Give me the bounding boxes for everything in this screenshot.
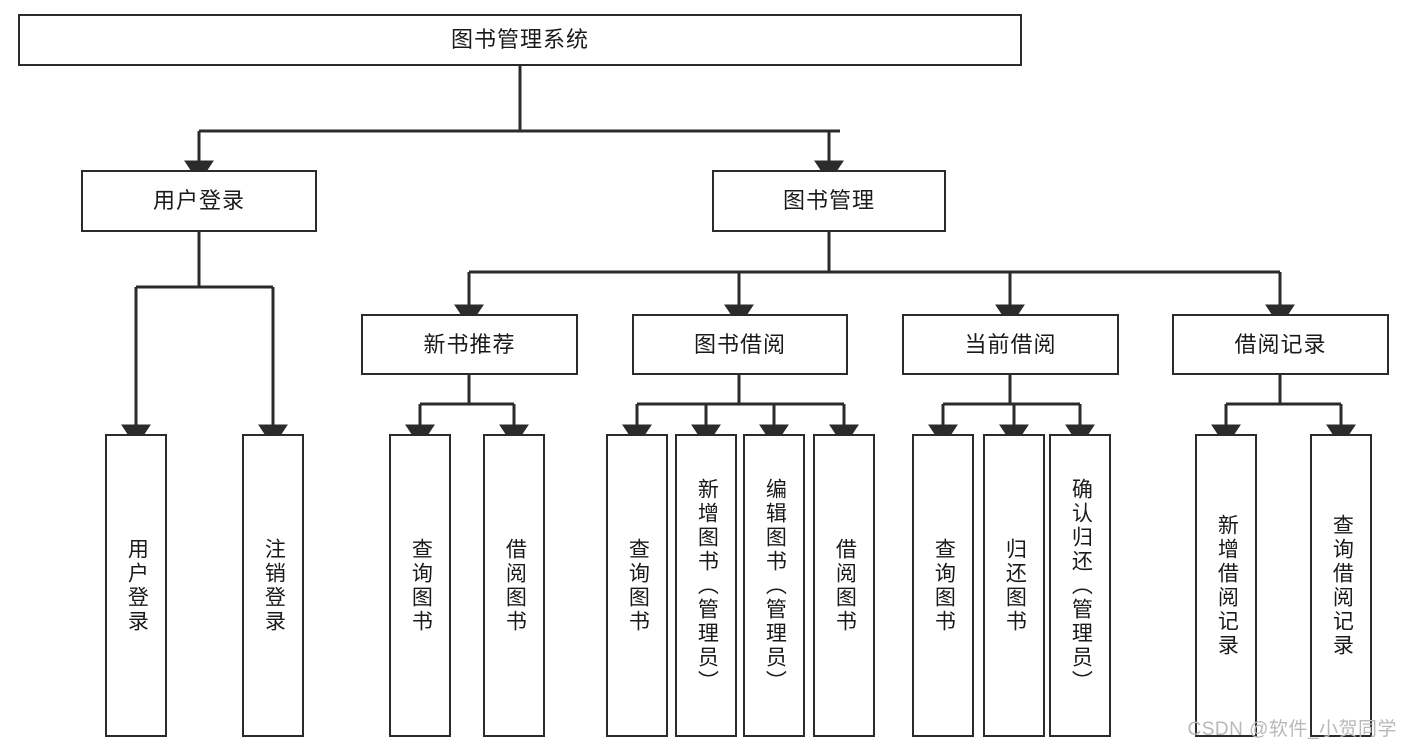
node-root[interactable]: 图书管理系统	[18, 14, 1022, 66]
node-login-do-label: 用户登录	[125, 537, 149, 634]
node-borrow-book-a-label: 借阅图书	[503, 537, 527, 634]
node-logout-do-label: 注销登录	[262, 537, 286, 634]
node-user-login[interactable]: 用户登录	[81, 170, 317, 232]
node-query-book-b-label: 查询图书	[626, 537, 650, 634]
node-query-book-c[interactable]: 查询图书	[912, 434, 974, 737]
node-current-borrow[interactable]: 当前借阅	[902, 314, 1119, 375]
node-return-book[interactable]: 归还图书	[983, 434, 1045, 737]
node-user-login-label: 用户登录	[152, 188, 245, 214]
node-add-borrow-record[interactable]: 新增借阅记录	[1195, 434, 1257, 737]
node-edit-book-admin[interactable]: 编辑图书（管理员）	[743, 434, 805, 737]
node-query-book-a-label: 查询图书	[409, 537, 433, 634]
node-new-book-rec-label: 新书推荐	[423, 331, 516, 357]
node-add-borrow-record-label: 新增借阅记录	[1215, 513, 1239, 658]
node-current-borrow-label: 当前借阅	[964, 331, 1057, 357]
node-borrow-record-label: 借阅记录	[1234, 331, 1327, 357]
node-book-borrow-label: 图书借阅	[693, 331, 786, 357]
node-query-borrow-record[interactable]: 查询借阅记录	[1310, 434, 1372, 737]
node-query-borrow-record-label: 查询借阅记录	[1330, 513, 1354, 658]
node-borrow-record[interactable]: 借阅记录	[1172, 314, 1389, 375]
node-query-book-c-label: 查询图书	[932, 537, 956, 634]
node-root-label: 图书管理系统	[450, 27, 589, 53]
node-confirm-return-admin-label: 确认归还（管理员）	[1069, 477, 1093, 694]
node-new-book-rec[interactable]: 新书推荐	[361, 314, 578, 375]
node-borrow-book-b[interactable]: 借阅图书	[813, 434, 875, 737]
node-book-manage[interactable]: 图书管理	[712, 170, 946, 232]
node-confirm-return-admin[interactable]: 确认归还（管理员）	[1049, 434, 1111, 737]
node-query-book-a[interactable]: 查询图书	[389, 434, 451, 737]
node-edit-book-admin-label: 编辑图书（管理员）	[763, 477, 787, 694]
node-borrow-book-b-label: 借阅图书	[833, 537, 857, 634]
node-book-manage-label: 图书管理	[782, 188, 875, 214]
node-add-book-admin[interactable]: 新增图书（管理员）	[675, 434, 737, 737]
node-login-do[interactable]: 用户登录	[105, 434, 167, 737]
node-return-book-label: 归还图书	[1003, 537, 1027, 634]
node-borrow-book-a[interactable]: 借阅图书	[483, 434, 545, 737]
node-book-borrow[interactable]: 图书借阅	[632, 314, 848, 375]
node-query-book-b[interactable]: 查询图书	[606, 434, 668, 737]
node-add-book-admin-label: 新增图书（管理员）	[695, 477, 719, 694]
node-logout-do[interactable]: 注销登录	[242, 434, 304, 737]
